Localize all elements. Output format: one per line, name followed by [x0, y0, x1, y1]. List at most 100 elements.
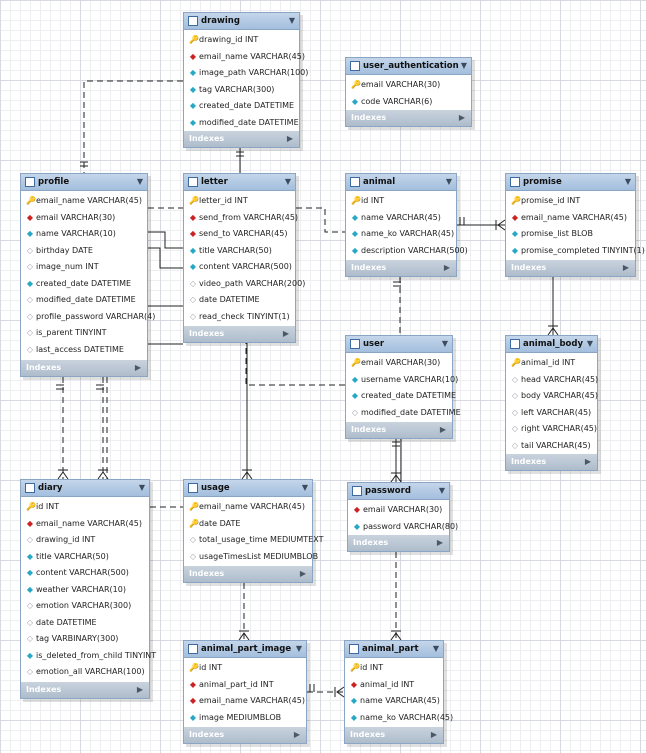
column-row[interactable]: ◇emotion VARCHAR(300) — [21, 598, 149, 615]
column-row[interactable]: ◆name VARCHAR(45) — [346, 210, 456, 227]
column-row[interactable]: ◆email_name VARCHAR(45) — [506, 210, 635, 227]
column-row[interactable]: 🔑drawing_id INT — [184, 32, 299, 49]
column-row[interactable]: ◆animal_part_id INT — [184, 677, 306, 694]
table-animal[interactable]: animal▼🔑id INT◆name VARCHAR(45)◆name_ko … — [345, 173, 468, 277]
collapse-arrow-icon[interactable]: ▼ — [284, 177, 291, 186]
collapse-arrow-icon[interactable]: ▼ — [138, 483, 145, 492]
table-header[interactable]: diary▼ — [21, 480, 149, 497]
indexes-bar[interactable]: Indexes▶ — [184, 727, 306, 743]
indexes-bar[interactable]: Indexes▶ — [21, 360, 147, 376]
indexes-bar[interactable]: Indexes▶ — [346, 260, 456, 276]
column-row[interactable]: ◆created_date DATETIME — [21, 276, 147, 293]
expand-arrow-icon[interactable]: ▶ — [436, 538, 443, 547]
column-row[interactable]: ◆name VARCHAR(45) — [345, 693, 443, 710]
table-header[interactable]: animal_part_image▼ — [184, 641, 306, 658]
expand-arrow-icon[interactable]: ▶ — [443, 263, 450, 272]
indexes-bar[interactable]: Indexes▶ — [184, 326, 295, 342]
indexes-bar[interactable]: Indexes▶ — [346, 110, 471, 126]
indexes-bar[interactable]: Indexes▶ — [346, 422, 452, 438]
expand-arrow-icon[interactable]: ▶ — [286, 134, 293, 143]
collapse-arrow-icon[interactable]: ▼ — [295, 644, 302, 653]
column-row[interactable]: ◇image_num INT — [21, 259, 147, 276]
column-row[interactable]: 🔑letter_id INT — [184, 193, 295, 210]
column-row[interactable]: ◆email_name VARCHAR(45) — [184, 49, 305, 66]
indexes-bar[interactable]: Indexes▶ — [184, 566, 312, 582]
column-row[interactable]: ◆send_from VARCHAR(45) — [184, 210, 298, 227]
expand-arrow-icon[interactable]: ▶ — [293, 730, 300, 739]
expand-arrow-icon[interactable]: ▶ — [584, 457, 591, 466]
column-row[interactable]: ◆description VARCHAR(500) — [346, 243, 468, 260]
column-row[interactable]: ◇total_usage_time MEDIUMTEXT — [184, 532, 324, 549]
column-row[interactable]: 🔑email_name VARCHAR(45) — [21, 193, 147, 210]
column-row[interactable]: ◇body VARCHAR(45) — [506, 388, 598, 405]
table-header[interactable]: usage▼ — [184, 480, 312, 497]
expand-arrow-icon[interactable]: ▶ — [299, 569, 306, 578]
collapse-arrow-icon[interactable]: ▼ — [460, 61, 467, 70]
table-header[interactable]: drawing▼ — [184, 13, 299, 30]
table-header[interactable]: animal_part▼ — [345, 641, 443, 658]
column-row[interactable]: ◆image_path VARCHAR(100) — [184, 65, 308, 82]
column-row[interactable]: ◆promise_completed TINYINT(1) — [506, 243, 645, 260]
table-animal-part[interactable]: animal_part▼🔑id INT◆animal_id INT◆name V… — [344, 640, 453, 744]
table-user-authentication[interactable]: user_authentication▼🔑email VARCHAR(30)◆c… — [345, 57, 472, 127]
table-header[interactable]: user_authentication▼ — [346, 58, 471, 75]
column-row[interactable]: 🔑id INT — [345, 660, 443, 677]
column-row[interactable]: ◆title VARCHAR(50) — [21, 549, 149, 566]
column-row[interactable]: ◇is_parent TINYINT — [21, 325, 147, 342]
collapse-arrow-icon[interactable]: ▼ — [624, 177, 631, 186]
expand-arrow-icon[interactable]: ▶ — [282, 329, 289, 338]
column-row[interactable]: ◆title VARCHAR(50) — [184, 243, 295, 260]
column-row[interactable]: ◆name_ko VARCHAR(45) — [346, 226, 456, 243]
column-row[interactable]: ◇date DATETIME — [184, 292, 295, 309]
column-row[interactable]: ◆promise_list BLOB — [506, 226, 635, 243]
table-animal-part-image[interactable]: animal_part_image▼ 🔑id INT◆animal_part_id… — [183, 640, 307, 744]
column-row[interactable]: ◇head VARCHAR(45) — [506, 372, 598, 389]
table-promise[interactable]: promise▼🔑promise_id INT◆email_name VARCH… — [505, 173, 645, 277]
column-row[interactable]: ◆name_ko VARCHAR(45) — [345, 710, 453, 727]
column-row[interactable]: ◇tail VARCHAR(45) — [506, 438, 597, 455]
column-row[interactable]: ◆email_name VARCHAR(45) — [21, 516, 149, 533]
column-row[interactable]: ◇modified_date DATETIME — [346, 405, 461, 422]
table-letter[interactable]: letter▼ 🔑letter_id INT◆send_from VARCHAR(… — [183, 173, 305, 343]
column-row[interactable]: ◇birthday DATE — [21, 243, 147, 260]
collapse-arrow-icon[interactable]: ▼ — [438, 486, 445, 495]
indexes-bar[interactable]: Indexes▶ — [184, 131, 299, 147]
column-row[interactable]: ◆image MEDIUMBLOB — [184, 710, 306, 727]
indexes-bar[interactable]: Indexes▶ — [348, 535, 449, 551]
column-row[interactable]: ◆name VARCHAR(10) — [21, 226, 147, 243]
column-row[interactable]: ◇emotion_all VARCHAR(100) — [21, 664, 149, 681]
expand-arrow-icon[interactable]: ▶ — [439, 425, 446, 434]
column-row[interactable]: ◆modified_date DATETIME — [184, 115, 299, 132]
collapse-arrow-icon[interactable]: ▼ — [586, 339, 593, 348]
column-row[interactable]: 🔑id INT — [21, 499, 149, 516]
column-row[interactable]: ◆content VARCHAR(500) — [184, 259, 295, 276]
expand-arrow-icon[interactable]: ▶ — [458, 113, 465, 122]
column-row[interactable]: ◆email VARCHAR(30) — [21, 210, 147, 227]
column-row[interactable]: ◇tag VARBINARY(300) — [21, 631, 149, 648]
column-row[interactable]: ◆email VARCHAR(30) — [348, 502, 449, 519]
column-row[interactable]: ◆send_to VARCHAR(45) — [184, 226, 295, 243]
table-header[interactable]: password▼ — [348, 483, 449, 500]
collapse-arrow-icon[interactable]: ▼ — [432, 644, 439, 653]
expand-arrow-icon[interactable]: ▶ — [136, 685, 143, 694]
column-row[interactable]: ◇date DATETIME — [21, 615, 149, 632]
column-row[interactable]: 🔑email VARCHAR(30) — [346, 77, 471, 94]
table-header[interactable]: animal▼ — [346, 174, 456, 191]
collapse-arrow-icon[interactable]: ▼ — [136, 177, 143, 186]
column-row[interactable]: ◇video_path VARCHAR(200) — [184, 276, 305, 293]
column-row[interactable]: ◆password VARCHAR(80) — [348, 519, 458, 536]
column-row[interactable]: ◇modified_date DATETIME — [21, 292, 147, 309]
table-user[interactable]: user▼🔑email VARCHAR(30)◆username VARCHAR… — [345, 335, 461, 439]
column-row[interactable]: ◆created_date DATETIME — [184, 98, 299, 115]
column-row[interactable]: ◆is_deleted_from_child TINYINT — [21, 648, 156, 665]
table-animal-body[interactable]: animal_body▼🔑animal_id INT◇head VARCHAR(… — [505, 335, 598, 471]
column-row[interactable]: 🔑id INT — [184, 660, 306, 677]
table-header[interactable]: letter▼ — [184, 174, 295, 191]
indexes-bar[interactable]: Indexes▶ — [345, 727, 443, 743]
column-row[interactable]: ◆content VARCHAR(500) — [21, 565, 149, 582]
collapse-arrow-icon[interactable]: ▼ — [445, 177, 452, 186]
indexes-bar[interactable]: Indexes▶ — [506, 260, 635, 276]
indexes-bar[interactable]: Indexes▶ — [21, 682, 149, 698]
indexes-bar[interactable]: Indexes▶ — [506, 454, 597, 470]
column-row[interactable]: 🔑animal_id INT — [506, 355, 597, 372]
